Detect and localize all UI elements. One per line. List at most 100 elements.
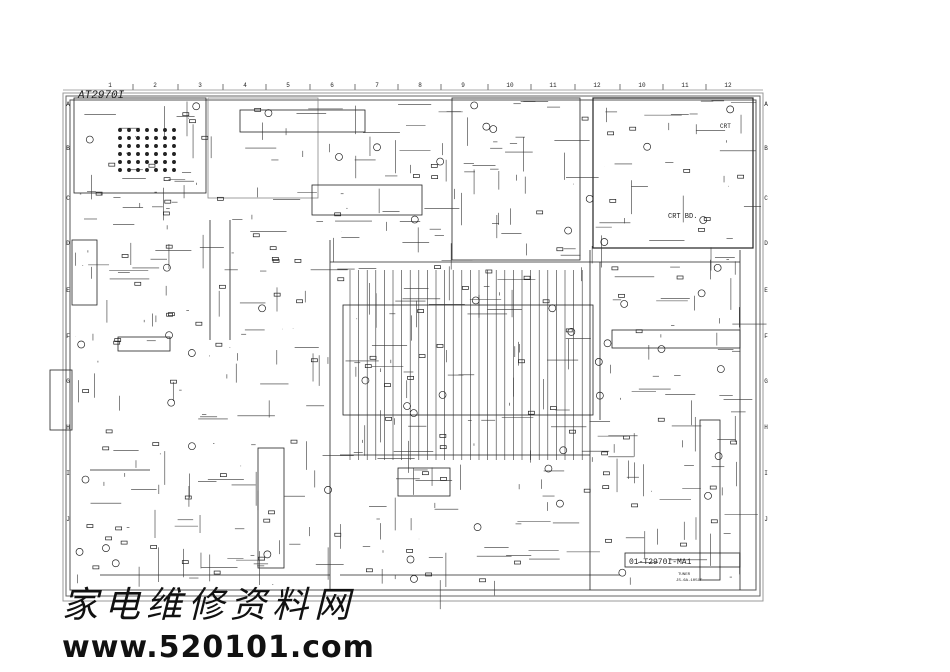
resistor-symbol <box>680 542 687 547</box>
transistor-symbol <box>373 143 381 152</box>
key-matrix-dot <box>118 160 122 164</box>
resistor-symbol <box>334 212 342 217</box>
resistor-symbol <box>440 477 447 481</box>
resistor-symbol <box>334 532 342 537</box>
schematic-frame <box>62 89 764 602</box>
key-matrix-dot <box>136 160 140 164</box>
resistor-symbol <box>92 565 100 570</box>
resistor-symbol <box>629 126 637 131</box>
row-label: E <box>66 287 70 294</box>
key-matrix-dot <box>118 144 122 148</box>
ic-regulator <box>117 336 171 352</box>
key-matrix-dot <box>172 168 176 172</box>
transistor-symbol <box>167 398 176 407</box>
transistor-symbol <box>187 349 196 357</box>
av-switch-block <box>451 97 581 261</box>
key-matrix-dot <box>163 160 167 164</box>
key-matrix-dot <box>118 152 122 156</box>
row-label: G <box>66 378 70 385</box>
resistor-symbol <box>569 429 576 434</box>
column-label: 3 <box>198 82 202 89</box>
row-label: B <box>764 145 768 152</box>
resistor-symbol <box>737 174 744 179</box>
transistor-symbol <box>603 339 612 348</box>
resistor-symbol <box>220 473 227 477</box>
transistor-symbol <box>726 105 735 114</box>
resistor-symbol <box>556 247 564 252</box>
row-label: D <box>66 240 70 247</box>
transistor-symbol <box>75 548 84 556</box>
keyboard-block <box>73 97 207 194</box>
key-matrix-dot <box>127 136 131 140</box>
key-matrix-dot <box>145 160 149 164</box>
key-matrix-dot <box>172 152 176 156</box>
key-matrix-dot <box>127 144 131 148</box>
resistor-symbol <box>683 169 691 173</box>
transistor-symbol <box>409 409 418 417</box>
resistor-symbol <box>518 359 525 364</box>
model-title: AT2970I <box>77 90 125 102</box>
transistor-symbol <box>714 452 723 461</box>
transistor-symbol <box>556 499 564 508</box>
resistor-symbol <box>703 217 711 221</box>
crt-board <box>592 97 754 249</box>
resistor-symbol <box>479 578 486 583</box>
key-matrix-dot <box>154 144 158 148</box>
key-matrix-dot <box>118 128 122 132</box>
resistor-symbol <box>163 177 171 181</box>
key-matrix-dot <box>163 128 167 132</box>
ic-vertical <box>257 447 285 569</box>
key-matrix-dot <box>163 136 167 140</box>
resistor-symbol <box>514 560 521 565</box>
transistor-symbol <box>470 101 479 110</box>
resistor-symbol <box>385 416 392 421</box>
resistor-symbol <box>105 429 113 434</box>
row-label: I <box>66 470 70 477</box>
ic-audio <box>611 329 741 349</box>
column-label: 6 <box>330 82 334 89</box>
resistor-symbol <box>676 275 684 280</box>
resistor-symbol <box>201 135 209 140</box>
resistor-symbol <box>290 439 298 444</box>
column-label: 7 <box>375 82 379 89</box>
transistor-symbol <box>564 226 572 235</box>
column-label: 12 <box>724 82 732 89</box>
resistor-symbol <box>184 495 192 500</box>
column-label: 10 <box>506 82 514 89</box>
transistor-symbol <box>406 555 415 564</box>
transistor-symbol <box>585 194 594 203</box>
resistor-symbol <box>698 228 705 232</box>
resistor-symbol <box>296 299 303 304</box>
resistor-symbol <box>657 417 665 422</box>
resistor-symbol <box>182 112 190 117</box>
ic-sound <box>397 467 451 497</box>
resistor-symbol <box>430 164 438 168</box>
column-label: 4 <box>243 82 247 89</box>
transistor-symbol <box>436 157 445 166</box>
keyboard-frame <box>207 97 319 199</box>
resistor-symbol <box>195 321 203 326</box>
crt-label: CRT <box>720 123 731 130</box>
key-matrix-dot <box>136 168 140 172</box>
key-matrix-dot <box>163 152 167 156</box>
row-label: J <box>764 516 768 523</box>
row-label: A <box>764 101 768 108</box>
watermark-url[interactable]: www.520101.com <box>62 630 375 665</box>
resistor-symbol <box>709 485 717 490</box>
resistor-symbol <box>294 259 302 263</box>
key-matrix-dot <box>127 152 131 156</box>
board-label: 01-T2970I-MA1 <box>629 558 692 567</box>
resistor-symbol <box>434 265 441 269</box>
resistor-symbol <box>181 560 189 564</box>
transistor-symbol <box>548 304 557 313</box>
resistor-symbol <box>542 299 550 304</box>
row-label: C <box>66 195 70 202</box>
resistor-symbol <box>603 471 610 476</box>
transistor-symbol <box>165 331 173 340</box>
resistor-symbol <box>263 518 271 523</box>
column-label: 9 <box>461 82 465 89</box>
key-matrix-dot <box>172 128 176 132</box>
transistor-symbol <box>704 491 712 500</box>
